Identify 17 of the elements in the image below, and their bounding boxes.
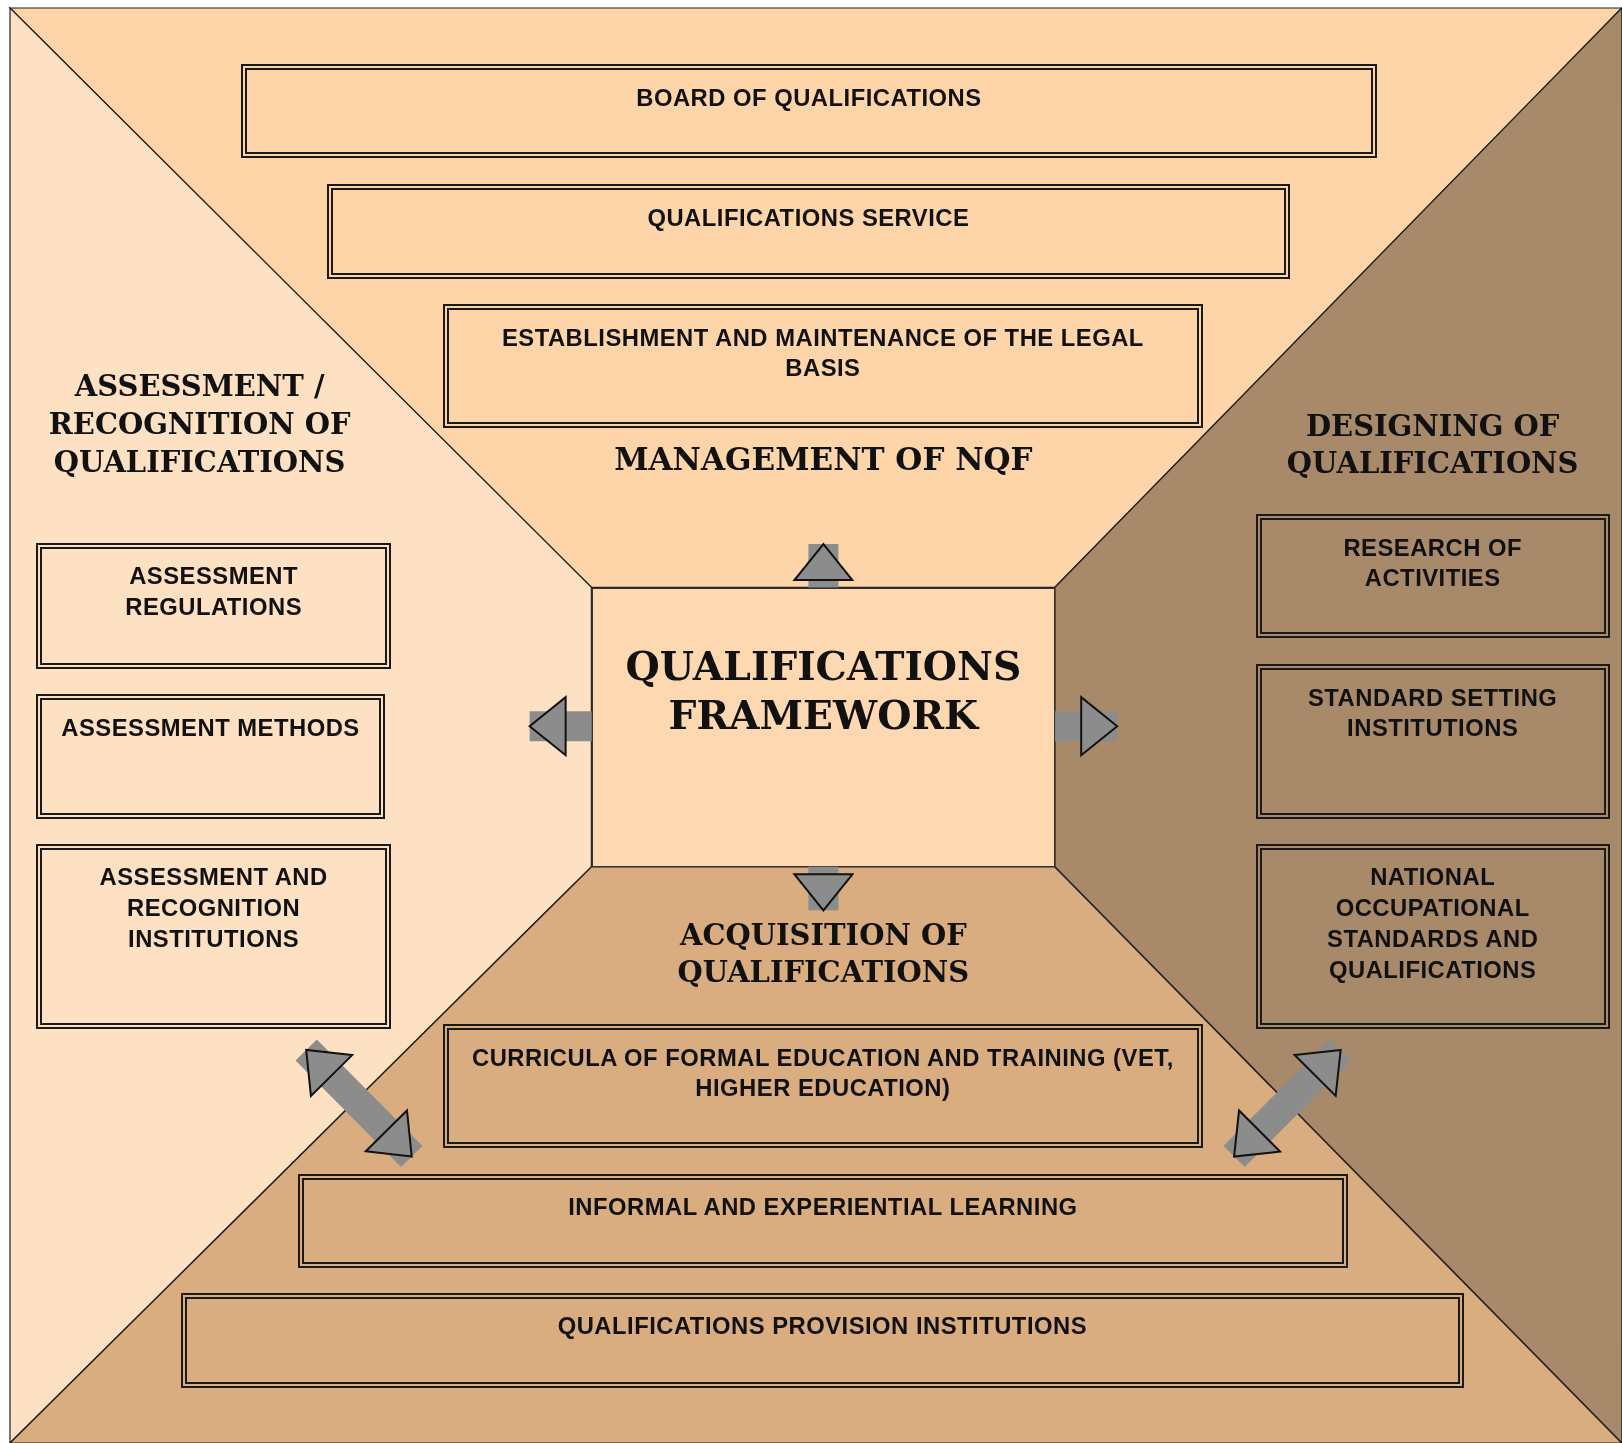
process-box: ASSESSMENT AND RECOGNITION INSTITUTIONS [36, 844, 391, 1030]
section-heading: ASSESSMENT / RECOGNITION OF QUALIFICATIONS [47, 368, 352, 481]
process-box: BOARD OF QUALIFICATIONS [241, 64, 1377, 159]
process-box: ASSESSMENT REGULATIONS [36, 543, 391, 670]
process-box: RESEARCH OF ACTIVITIES [1255, 514, 1610, 639]
central-box: QUALIFICATIONS FRAMEWORK [591, 587, 1056, 867]
process-box: CURRICULA OF FORMAL EDUCATION AND TRAINING (VET, HIGHER EDUCATION) [442, 1024, 1204, 1149]
process-box: ASSESSMENT METHODS [36, 694, 385, 820]
process-box: ESTABLISHMENT AND MAINTENANCE OF THE LEGAL BASIS [442, 304, 1204, 429]
section-heading: ACQUISITION OF QUALIFICATIONS [676, 916, 971, 992]
process-box: STANDARD SETTING INSTITUTIONS [1255, 664, 1610, 820]
process-box: NATIONAL OCCUPATIONAL STANDARDS AND QUALIFICATIONS [1255, 844, 1610, 1030]
process-box: INFORMAL AND EXPERIENTIAL LEARNING [297, 1174, 1348, 1269]
section-heading: MANAGEMENT OF NQF [613, 439, 1034, 479]
section-heading: DESIGNING OF QUALIFICATIONS [1285, 407, 1580, 483]
process-box: QUALIFICATIONS SERVICE [326, 184, 1290, 280]
process-box: QUALIFICATIONS PROVISION INSTITUTIONS [181, 1293, 1464, 1389]
